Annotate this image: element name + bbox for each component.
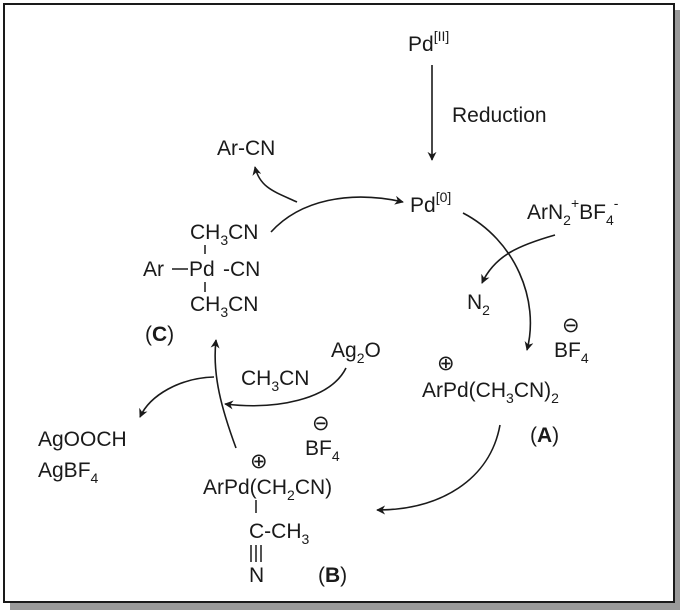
- complex-b-label: (B): [318, 564, 347, 587]
- complex-c-cn: -CN: [223, 258, 260, 281]
- complex-a-formula: ArPd(CH3CN)2: [422, 379, 559, 406]
- complex-a-counterion: BF4: [554, 339, 589, 366]
- pd0-label: Pd[0]: [410, 189, 451, 217]
- arrow-byproducts-out: [139, 376, 215, 418]
- complex-b-nitrogen: N: [249, 564, 264, 587]
- ag2o-label: Ag2O: [331, 339, 381, 366]
- complex-c-pd: Pd: [189, 258, 215, 281]
- arrow-reagents-in: [224, 367, 347, 410]
- arrow-c-to-pd0: [270, 195, 404, 233]
- complex-c-bottom-ligand: CH3CN: [190, 293, 258, 320]
- n2-label: N2: [467, 291, 490, 318]
- complex-b-carbon: C-CH3: [249, 520, 310, 547]
- frame-border: [3, 3, 675, 603]
- complex-b-counterion-minus: ⊖: [312, 412, 330, 435]
- complex-a-plus: ⊕: [437, 352, 455, 375]
- arcn-label: Ar-CN: [217, 137, 275, 160]
- arrow-b-to-c: [210, 339, 237, 449]
- arrow-a-to-b: [376, 424, 501, 515]
- complex-c-ar: Ar: [143, 258, 164, 281]
- complex-c-top-ligand: CH3CN: [190, 221, 258, 248]
- complex-b-formula: ArPd(CH2CN): [203, 476, 332, 503]
- complex-a-label: (A): [530, 424, 559, 447]
- agbf4-label: AgBF4: [38, 459, 99, 486]
- reduction-label: Reduction: [452, 104, 547, 127]
- complex-a-counterion-minus: ⊖: [562, 314, 580, 337]
- pd2-label: Pd[II]: [408, 28, 449, 56]
- ch3cn-reagent-label: CH3CN: [241, 367, 309, 394]
- agooch-label: AgOOCH: [38, 428, 127, 451]
- arrow-diazonium-to-n2: [481, 234, 556, 284]
- complex-c-label: (C): [145, 323, 174, 346]
- arrow-arcn-out: [252, 166, 298, 203]
- complex-b-plus: ⊕: [250, 450, 268, 473]
- complex-b-counterion: BF4: [305, 437, 340, 464]
- diazonium-label: ArN2+BF4-: [527, 195, 619, 228]
- arrow-pd0-to-a: [462, 212, 534, 351]
